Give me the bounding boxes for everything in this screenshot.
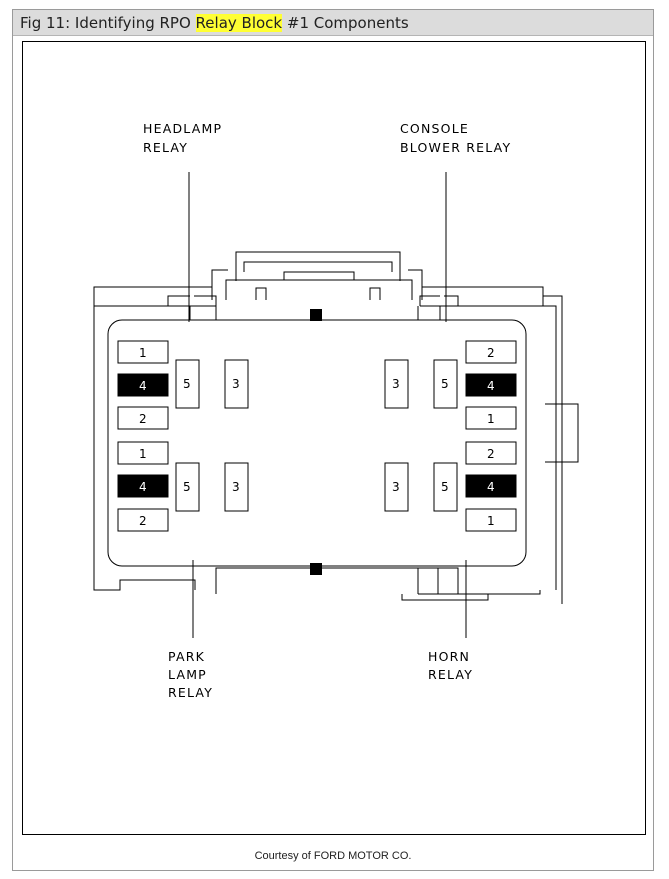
terminal-number: 3 xyxy=(232,377,240,391)
terminal-number: 2 xyxy=(139,412,147,426)
top-latch-inner xyxy=(243,261,393,272)
relay-body xyxy=(107,319,527,567)
terminal-layer: 1 4 2 5 3 1 4 2 5 3 2 4 1 3 5 2 4 1 3 5 xyxy=(117,340,517,532)
top-latch-body xyxy=(225,279,413,300)
terminal-number: 4 xyxy=(487,480,495,494)
title-suffix: #1 Components xyxy=(282,14,409,32)
outer-housing xyxy=(93,286,544,306)
housing-bottom-right xyxy=(418,567,541,595)
top-latch-tab xyxy=(211,269,423,300)
terminal-number: 4 xyxy=(487,379,495,393)
courtesy-credit: Courtesy of FORD MOTOR CO. xyxy=(254,850,412,862)
upper-left-pin-terminal-3: 3 xyxy=(224,359,249,409)
terminal-number: 2 xyxy=(487,346,495,360)
figure-title: Fig 11: Identifying RPO Relay Block #1 C… xyxy=(13,10,653,36)
terminal-number: 2 xyxy=(487,447,495,461)
upper-right-stack-terminal-1: 1 xyxy=(465,406,517,430)
terminal-number: 4 xyxy=(139,480,147,494)
lower-right-pin-terminal-3: 3 xyxy=(384,462,409,512)
terminal-number: 5 xyxy=(441,377,449,391)
side-connector xyxy=(545,403,579,463)
terminal-number: 1 xyxy=(487,412,495,426)
top-latch-notches xyxy=(255,287,381,300)
title-prefix: Fig 11: Identifying RPO xyxy=(20,14,196,32)
terminal-number: 1 xyxy=(139,447,147,461)
housing-left xyxy=(93,306,196,591)
top-guide-left xyxy=(167,295,217,306)
outer-housing-step xyxy=(94,305,557,590)
terminal-number: 3 xyxy=(232,480,240,494)
terminal-number: 3 xyxy=(392,377,400,391)
terminal-number: 5 xyxy=(183,480,191,494)
top-latch xyxy=(235,251,401,281)
terminal-number: 1 xyxy=(487,514,495,528)
top-latch-slot xyxy=(283,271,355,281)
key-mark-top xyxy=(310,309,322,321)
upper-right-pin-terminal-5: 5 xyxy=(433,359,458,409)
upper-left-stack-terminal-4: 4 xyxy=(117,373,169,397)
lower-left-stack-terminal-2: 2 xyxy=(117,508,169,532)
upper-left-stack-terminal-2: 2 xyxy=(117,406,169,430)
terminal-number: 5 xyxy=(183,377,191,391)
lower-right-pin-terminal-5: 5 xyxy=(433,462,458,512)
terminal-number: 5 xyxy=(441,480,449,494)
inner-top-rail xyxy=(189,306,441,320)
diagram-area xyxy=(22,41,646,835)
outer-housing-wall-right xyxy=(543,295,563,604)
upper-left-stack-terminal-1: 1 xyxy=(117,340,169,364)
upper-right-stack-terminal-2: 2 xyxy=(465,340,517,364)
upper-left-pin-terminal-5: 5 xyxy=(175,359,200,409)
terminal-number: 3 xyxy=(392,480,400,494)
lower-left-stack-terminal-1: 1 xyxy=(117,441,169,465)
title-highlight: Relay Block xyxy=(195,14,283,32)
lower-left-pin-terminal-3: 3 xyxy=(224,462,249,512)
key-mark-bottom xyxy=(310,563,322,575)
lower-left-pin-terminal-5: 5 xyxy=(175,462,200,512)
lower-left-stack-terminal-4: 4 xyxy=(117,474,169,498)
lower-right-stack-terminal-1: 1 xyxy=(465,508,517,532)
terminal-number: 2 xyxy=(139,514,147,528)
upper-right-pin-terminal-3: 3 xyxy=(384,359,409,409)
lower-right-stack-terminal-2: 2 xyxy=(465,441,517,465)
upper-right-stack-terminal-4: 4 xyxy=(465,373,517,397)
terminal-number: 4 xyxy=(139,379,147,393)
figure-frame: Fig 11: Identifying RPO Relay Block #1 C… xyxy=(12,9,654,871)
terminal-number: 1 xyxy=(139,346,147,360)
top-guide-right xyxy=(419,295,459,306)
lower-right-stack-terminal-4: 4 xyxy=(465,474,517,498)
housing-bottom-tab xyxy=(401,594,489,601)
